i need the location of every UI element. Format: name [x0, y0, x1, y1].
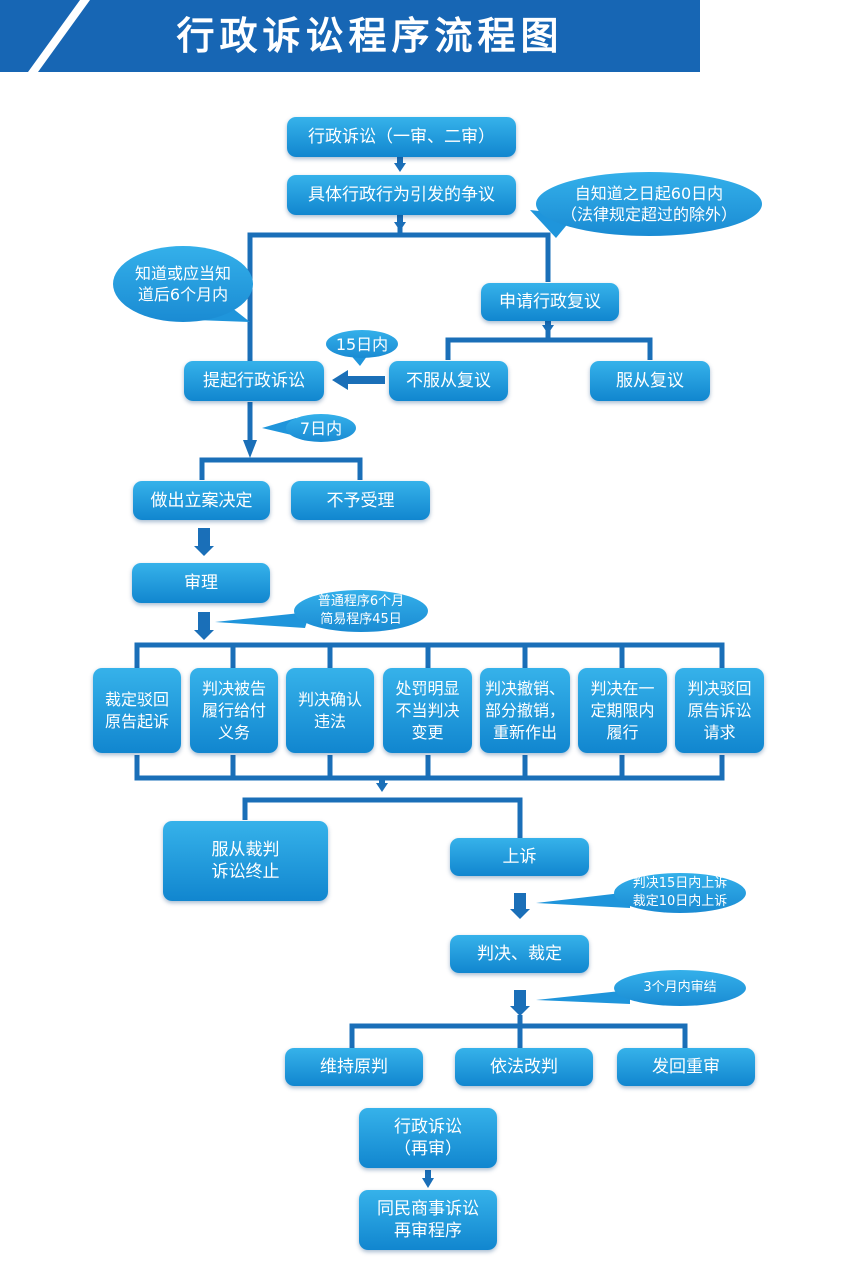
node-outcome-1: 裁定驳回 原告起诉: [93, 668, 181, 753]
node-trial: 审理: [132, 563, 270, 603]
bubble-trial-period: 普通程序6个月 简易程序45日: [294, 590, 428, 632]
node-outcome-3: 判决确认 违法: [286, 668, 374, 753]
bubble-sixty-days: 自知道之日起60日内 （法律规定超过的除外）: [536, 172, 762, 236]
node-judgment-ruling: 判决、裁定: [450, 935, 589, 973]
title-banner: [0, 0, 700, 72]
node-appeal: 上诉: [450, 838, 589, 876]
node-accept-ruling: 服从裁判 诉讼终止: [163, 821, 328, 901]
node-remand: 发回重审: [617, 1048, 755, 1086]
node-outcome-6: 判决在一 定期限内 履行: [578, 668, 667, 753]
bubble-six-months: 知道或应当知 道后6个月内: [113, 246, 253, 322]
bubble-fifteen-days: 15日内: [326, 330, 398, 358]
node-amend: 依法改判: [455, 1048, 593, 1086]
node-civil-retrial: 同民商事诉讼 再审程序: [359, 1190, 497, 1250]
bubble-appeal-trial: 3个月内审结: [614, 970, 746, 1006]
node-not-accept-review: 不服从复议: [389, 361, 508, 401]
node-litigation: 行政诉讼（一审、二审）: [287, 117, 516, 157]
page-title: 行政诉讼程序流程图: [176, 13, 564, 58]
bubble-appeal-period: 判决15日内上诉 裁定10日内上诉: [614, 873, 746, 913]
node-outcome-2: 判决被告 履行给付 义务: [190, 668, 278, 753]
node-not-accepted: 不予受理: [291, 481, 430, 520]
node-apply-review: 申请行政复议: [481, 283, 619, 321]
node-case-decision: 做出立案决定: [133, 481, 270, 520]
node-uphold: 维持原判: [285, 1048, 423, 1086]
node-dispute: 具体行政行为引发的争议: [287, 175, 516, 215]
bubble-seven-days: 7日内: [286, 414, 356, 442]
node-outcome-4: 处罚明显 不当判决 变更: [383, 668, 472, 753]
node-outcome-5: 判决撤销、 部分撤销， 重新作出: [480, 668, 570, 753]
node-retrial: 行政诉讼 （再审）: [359, 1108, 497, 1168]
node-outcome-7: 判决驳回 原告诉讼 请求: [675, 668, 764, 753]
node-accept-review: 服从复议: [590, 361, 710, 401]
node-file-suit: 提起行政诉讼: [184, 361, 324, 401]
